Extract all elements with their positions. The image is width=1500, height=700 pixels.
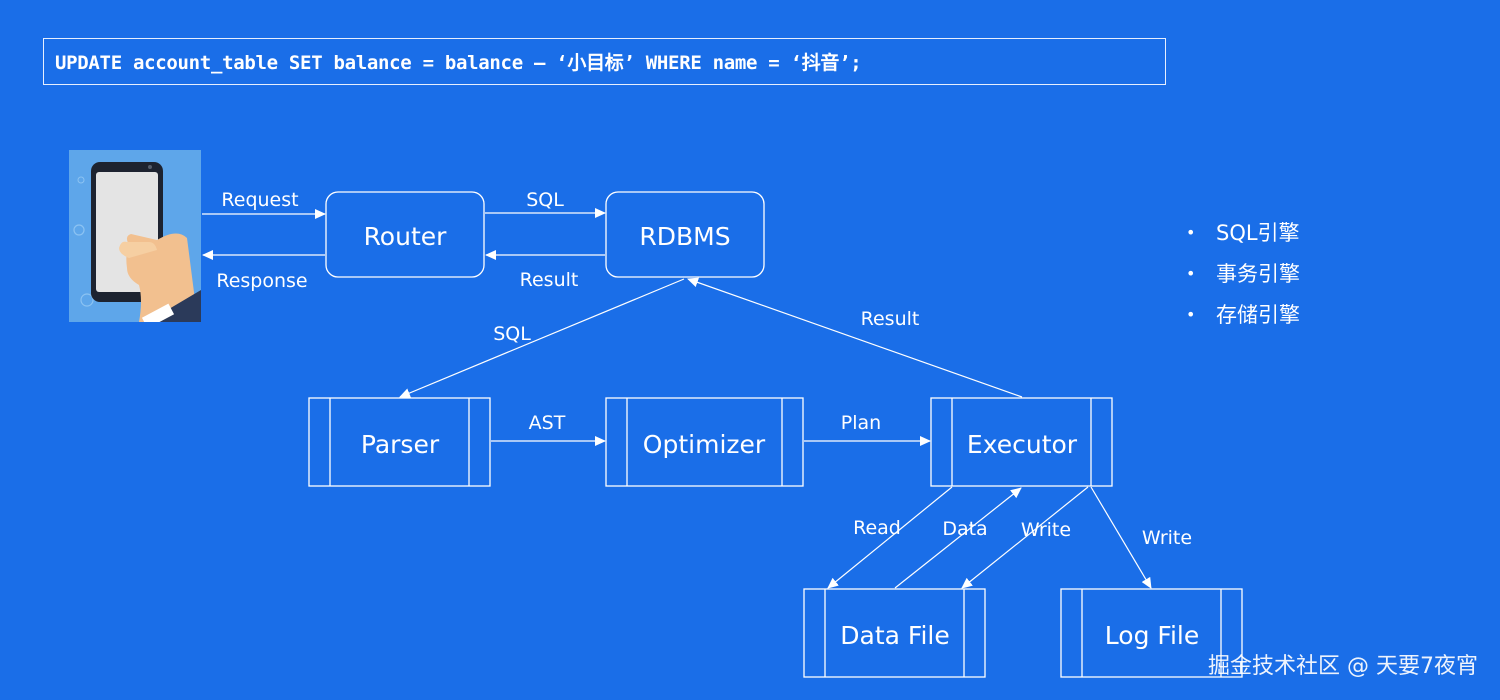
bullet-icon: • [1186, 304, 1196, 324]
bullet-icon: • [1186, 263, 1196, 283]
plan-label: Plan [841, 412, 881, 434]
bullet-icon: • [1186, 222, 1196, 242]
sql-router-rdbms-label: SQL [526, 189, 564, 211]
read-label: Read [853, 517, 901, 539]
router-node: Router [325, 191, 485, 278]
write-data-arrow [961, 486, 1089, 589]
write-log-arrow [1090, 486, 1152, 589]
engine-item-label: SQL引擎 [1216, 220, 1300, 245]
result-executor-rdbms-arrow [687, 277, 1023, 398]
data-file-label: Data File [840, 621, 949, 650]
request-label: Request [221, 189, 298, 211]
result-executor-rdbms-label: Result [861, 308, 920, 330]
ast-label: AST [529, 412, 566, 434]
phone-illustration [69, 150, 201, 322]
sql-statement-box: UPDATE account_table SET balance = balan… [43, 38, 1166, 85]
list-item: • SQL引擎 [1186, 212, 1300, 253]
optimizer-node: Optimizer [605, 397, 804, 487]
parser-node: Parser [308, 397, 491, 487]
write-data-label: Write [1021, 519, 1071, 541]
rdbms-label: RDBMS [639, 222, 730, 251]
log-file-label: Log File [1105, 621, 1199, 650]
write-log-label: Write [1142, 527, 1192, 549]
engine-item-label: 存储引擎 [1216, 302, 1300, 327]
router-label: Router [364, 222, 448, 251]
executor-label: Executor [967, 430, 1078, 459]
data-file-node: Data File [803, 588, 986, 678]
data-label: Data [942, 518, 987, 540]
list-item: • 事务引擎 [1186, 253, 1300, 294]
executor-node: Executor [930, 397, 1113, 487]
sql-rdbms-parser-label: SQL [493, 323, 531, 345]
list-item: • 存储引擎 [1186, 294, 1300, 335]
sql-statement: UPDATE account_table SET balance = balan… [55, 52, 862, 74]
log-file-node: Log File [1060, 588, 1243, 678]
rdbms-node: RDBMS [605, 191, 765, 278]
engine-list: • SQL引擎 • 事务引擎 • 存储引擎 [1186, 212, 1300, 335]
response-label: Response [216, 270, 307, 292]
engine-item-label: 事务引擎 [1216, 261, 1300, 286]
data-arrow [894, 487, 1022, 589]
read-arrow [827, 486, 953, 589]
sql-rdbms-parser-arrow [399, 278, 685, 398]
result-rdbms-router-label: Result [520, 269, 579, 291]
hand-holding-phone-icon [73, 162, 201, 322]
watermark: 掘金技术社区 @ 天要7夜宵 [1208, 654, 1478, 679]
optimizer-label: Optimizer [643, 430, 766, 459]
parser-label: Parser [361, 430, 440, 459]
